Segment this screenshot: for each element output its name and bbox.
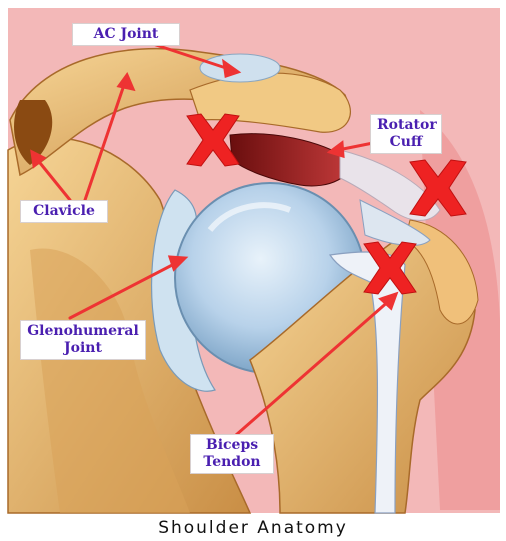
- diagram-caption: Shoulder Anatomy: [0, 518, 506, 538]
- label-ac-joint: AC Joint: [72, 23, 180, 46]
- label-clavicle: Clavicle: [20, 200, 108, 223]
- label-biceps-line2: Tendon: [197, 454, 267, 471]
- label-clavicle-text: Clavicle: [33, 203, 95, 219]
- ac-joint-capsule: [200, 54, 280, 82]
- label-ac-joint-text: AC Joint: [94, 26, 159, 42]
- label-biceps-line1: Biceps: [197, 437, 267, 454]
- label-glenohumeral-joint: Glenohumeral Joint: [20, 320, 146, 360]
- label-biceps-tendon: Biceps Tendon: [190, 434, 274, 474]
- label-rotator-cuff: Rotator Cuff: [370, 114, 442, 154]
- label-glenohumeral-line1: Glenohumeral: [27, 323, 139, 340]
- label-rotator-cuff-line2: Cuff: [377, 134, 435, 151]
- label-rotator-cuff-line1: Rotator: [377, 117, 435, 134]
- label-glenohumeral-line2: Joint: [27, 340, 139, 357]
